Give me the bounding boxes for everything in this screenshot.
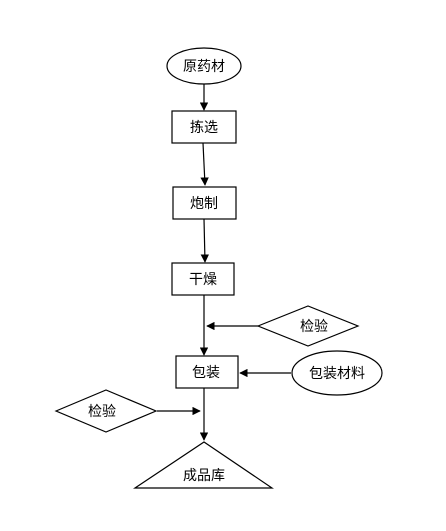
node-pick: 拣选 bbox=[171, 110, 237, 144]
node-inspect-2-label: 检验 bbox=[88, 404, 116, 420]
edge-process-to-dry bbox=[200, 218, 210, 263]
node-warehouse: 成品库 bbox=[133, 441, 274, 489]
node-warehouse-label: 成品库 bbox=[183, 468, 225, 484]
edge-pick-to-process bbox=[200, 142, 209, 186]
node-inspect-1: 检验 bbox=[256, 305, 360, 347]
node-pack-label: 包装 bbox=[192, 365, 220, 381]
node-raw-material-label: 原药材 bbox=[183, 59, 225, 75]
node-pick-label: 拣选 bbox=[190, 120, 218, 136]
node-raw-material: 原药材 bbox=[166, 47, 242, 85]
node-packaging-material-label: 包装材料 bbox=[309, 366, 365, 382]
node-pack: 包装 bbox=[175, 355, 239, 389]
node-dry: 干燥 bbox=[171, 262, 235, 296]
node-inspect-2: 检验 bbox=[54, 389, 158, 433]
node-dry-label: 干燥 bbox=[189, 272, 217, 288]
node-process: 炮制 bbox=[172, 186, 237, 220]
node-inspect-1-label: 检验 bbox=[300, 319, 328, 335]
node-packaging-material: 包装材料 bbox=[291, 350, 383, 396]
node-process-label: 炮制 bbox=[190, 196, 218, 212]
